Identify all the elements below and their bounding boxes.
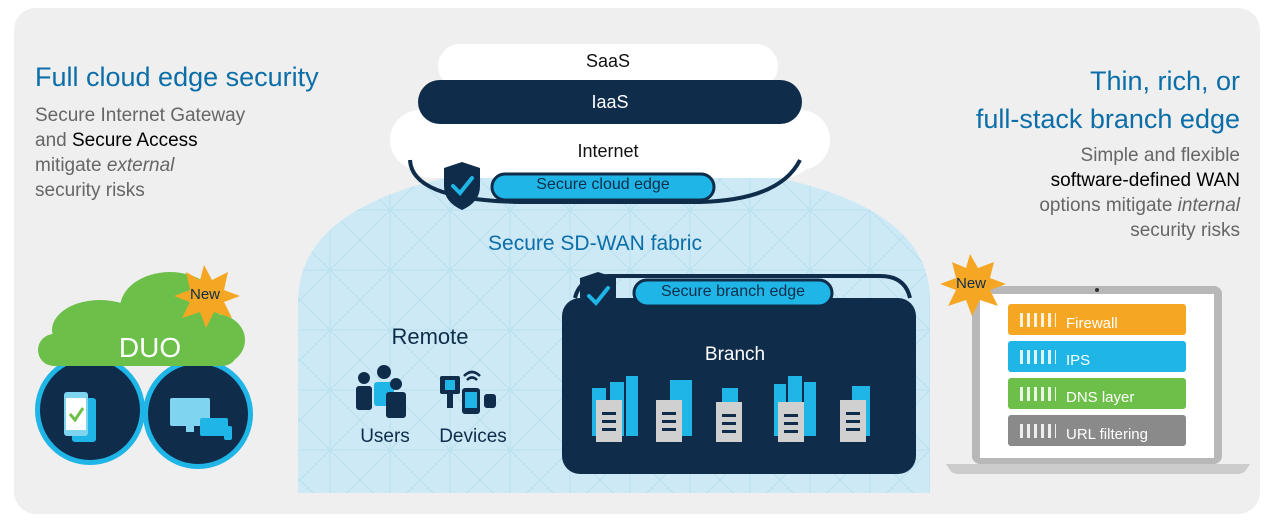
layer-label: Firewall xyxy=(1066,315,1118,332)
layer-bar: DNS layer xyxy=(1008,378,1186,409)
laptop-new-badge xyxy=(940,254,1006,316)
branch-shield-icon xyxy=(580,272,616,320)
branch-box xyxy=(562,272,916,474)
iaas-bar xyxy=(418,80,802,124)
duo-new-label: New xyxy=(189,286,220,303)
layer-stripes-icon xyxy=(1020,424,1056,438)
left-desc-em: external xyxy=(106,155,175,176)
building-icon xyxy=(774,376,816,442)
right-desc-em: internal xyxy=(1177,195,1240,216)
users-icon xyxy=(356,365,406,418)
duo-label: DUO xyxy=(118,332,182,363)
monitor-icon xyxy=(170,398,232,440)
layer-stripes-icon xyxy=(1020,350,1056,364)
left-title: Full cloud edge security xyxy=(35,62,319,92)
right-title-line2: full-stack branch edge xyxy=(975,104,1240,134)
secure-branch-edge-label: Secure branch edge xyxy=(660,283,806,300)
devices-label: Devices xyxy=(439,426,507,447)
secure-cloud-edge-label: Secure cloud edge xyxy=(536,176,670,193)
duo-new-badge xyxy=(174,265,240,328)
phone-check-icon xyxy=(64,392,96,442)
left-desc-line4: security risks xyxy=(35,180,145,201)
devices-icon xyxy=(440,370,496,414)
layer-bar: IPS xyxy=(1008,341,1186,372)
layer-bar: URL filtering xyxy=(1008,415,1186,446)
saas-label: SaaS xyxy=(585,51,631,71)
left-desc-line3-pre: mitigate xyxy=(35,155,107,176)
laptop-new-label: New xyxy=(955,275,986,292)
right-desc-line4: security risks xyxy=(1130,220,1240,241)
right-desc-line3-pre: options mitigate xyxy=(1039,195,1178,216)
users-label: Users xyxy=(360,426,410,447)
branch-label: Branch xyxy=(704,344,766,365)
duo-cloud xyxy=(38,272,245,366)
building-icon xyxy=(716,388,742,442)
right-description: Simple and flexible software-defined WAN… xyxy=(920,143,1240,243)
internet-label: Internet xyxy=(577,141,639,161)
secure-cloud-edge xyxy=(408,159,802,210)
iaas-label: IaaS xyxy=(591,92,629,112)
layer-stripes-icon xyxy=(1020,387,1056,401)
right-desc-line1: Simple and flexible xyxy=(1080,145,1240,166)
layer-stripes-icon xyxy=(1020,313,1056,327)
layer-label: IPS xyxy=(1066,352,1091,369)
building-icon xyxy=(592,376,638,442)
building-icon xyxy=(840,386,870,442)
saas-cloud xyxy=(438,44,778,88)
duo-group xyxy=(35,272,253,469)
layer-label: DNS layer xyxy=(1066,389,1135,406)
left-desc-line2: and Secure Access xyxy=(35,128,245,153)
right-desc-line2: software-defined WAN xyxy=(920,168,1240,193)
right-title: Thin, rich, or full-stack branch edge xyxy=(820,62,1240,138)
internet-cloud xyxy=(390,108,830,178)
remote-label: Remote xyxy=(391,324,469,349)
left-description: Secure Internet Gateway and Secure Acces… xyxy=(35,103,245,203)
building-icon xyxy=(656,380,692,442)
right-title-line1: Thin, rich, or xyxy=(1089,66,1240,96)
layer-bar: Firewall xyxy=(1008,304,1186,335)
left-desc-line1: Secure Internet Gateway xyxy=(35,105,246,126)
fabric-label: Secure SD-WAN fabric xyxy=(488,232,702,255)
left-desc-bold: Secure Access xyxy=(71,130,198,151)
left-desc-line3: mitigate external xyxy=(35,153,245,178)
right-desc-bold: software-defined WAN xyxy=(1050,170,1240,191)
shield-icon xyxy=(444,162,480,210)
branch-buildings xyxy=(592,376,870,442)
right-desc-line3: options mitigate internal xyxy=(920,193,1240,218)
left-desc-line2-pre: and xyxy=(35,130,72,151)
layer-label: URL filtering xyxy=(1066,426,1148,443)
